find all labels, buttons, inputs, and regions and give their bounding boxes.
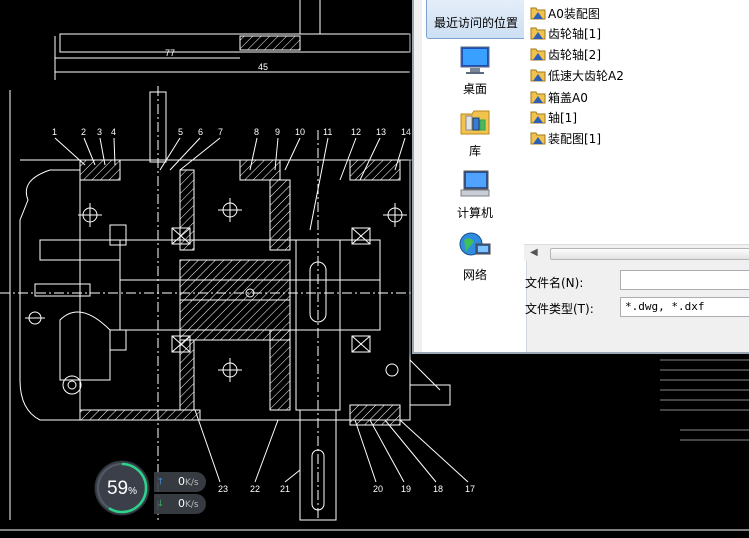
part-number-4: 4 — [111, 127, 116, 137]
file-name: 低速大齿轮A2 — [548, 69, 624, 83]
dwg-file-icon — [530, 48, 546, 61]
scrollbar-thumb[interactable] — [550, 248, 749, 260]
dwg-file-icon — [530, 132, 546, 145]
part-number-11: 11 — [323, 127, 332, 137]
file-item[interactable]: 齿轮轴[1] — [530, 24, 601, 44]
upload-speed-value: 0 — [178, 475, 185, 488]
usage-percent-value: 59 — [106, 478, 129, 499]
part-number-17: 17 — [465, 484, 475, 494]
file-item[interactable]: 装配图[1] — [530, 129, 601, 149]
part-number-6: 6 — [198, 127, 203, 137]
usage-ring-arc — [96, 462, 148, 514]
upload-speed-unit: K/s — [185, 478, 199, 488]
filetype-label: 文件类型(T): — [525, 302, 594, 316]
file-name: 齿轮轴[2] — [548, 48, 601, 62]
dwg-file-icon — [530, 27, 546, 40]
file-name: A0装配图 — [548, 7, 600, 21]
file-name: 箱盖A0 — [548, 91, 588, 105]
file-name: 装配图[1] — [548, 132, 601, 146]
file-list[interactable]: A0装配图 齿轮轴[1] 齿轮轴[2] 低速大齿轮A2 箱盖A0 轴[1] 装配… — [524, 0, 749, 244]
part-number-22: 22 — [250, 484, 260, 494]
part-number-10: 10 — [295, 127, 305, 137]
usage-ring — [94, 460, 150, 516]
dwg-file-icon — [530, 69, 546, 82]
place-computer[interactable]: 计算机 — [426, 168, 524, 221]
file-item[interactable]: 轴[1] — [530, 108, 577, 128]
part-number-12: 12 — [351, 127, 361, 137]
dim-upper: 77 — [165, 48, 175, 58]
computer-icon — [460, 170, 490, 197]
part-number-7: 7 — [218, 127, 223, 137]
part-number-14: 14 — [401, 127, 411, 137]
upload-arrow-icon: 🡑 — [158, 477, 163, 487]
open-file-dialog: 最近访问的位置 桌面 库 — [412, 0, 749, 354]
file-item[interactable]: 齿轮轴[2] — [530, 45, 601, 65]
network-speed-widget[interactable]: 59% 🡑 0K/s 🡓 0K/s — [94, 460, 206, 522]
part-number-3: 3 — [97, 127, 102, 137]
download-speed: 🡓 0K/s — [154, 494, 206, 514]
part-number-23: 23 — [218, 484, 228, 494]
upload-speed: 🡑 0K/s — [154, 472, 206, 492]
place-libraries[interactable]: 库 — [426, 106, 524, 159]
part-number-2: 2 — [81, 127, 86, 137]
usage-percent: 59% — [102, 478, 142, 500]
place-recent-label: 最近访问的位置 — [433, 16, 518, 30]
part-number-18: 18 — [433, 484, 443, 494]
place-recent[interactable]: 最近访问的位置 — [426, 0, 526, 39]
places-bar: 最近访问的位置 桌面 库 — [422, 0, 527, 352]
file-item[interactable]: 箱盖A0 — [530, 88, 588, 108]
file-name: 轴[1] — [548, 111, 577, 125]
filetype-select[interactable]: *.dwg, *.dxf — [620, 297, 749, 317]
place-network[interactable]: 网络 — [426, 230, 524, 283]
part-number-1: 1 — [52, 127, 57, 137]
part-number-21: 21 — [280, 484, 290, 494]
place-computer-label: 计算机 — [456, 206, 493, 220]
file-name: 齿轮轴[1] — [548, 27, 601, 41]
place-desktop[interactable]: 桌面 — [426, 44, 524, 97]
filename-label: 文件名(N): — [525, 276, 584, 290]
dim-lower: 45 — [258, 62, 268, 72]
part-number-8: 8 — [254, 127, 259, 137]
scroll-left-icon[interactable]: ◀ — [530, 247, 538, 258]
place-libraries-label: 库 — [468, 144, 481, 158]
part-number-20: 20 — [373, 484, 383, 494]
part-number-9: 9 — [275, 127, 280, 137]
dwg-file-icon — [530, 111, 546, 124]
place-network-label: 网络 — [462, 268, 487, 282]
libraries-icon — [460, 110, 490, 135]
dwg-file-icon — [530, 91, 546, 104]
usage-percent-sign: % — [128, 486, 138, 497]
download-speed-value: 0 — [178, 497, 185, 510]
dwg-file-icon — [530, 7, 546, 20]
place-desktop-label: 桌面 — [462, 82, 487, 96]
file-item[interactable]: A0装配图 — [530, 4, 600, 24]
horizontal-scrollbar[interactable]: ◀ — [524, 244, 749, 261]
filename-input[interactable] — [620, 270, 749, 290]
network-icon — [459, 232, 491, 256]
part-number-5: 5 — [178, 127, 183, 137]
download-arrow-icon: 🡓 — [158, 499, 163, 509]
desktop-icon — [460, 46, 490, 74]
part-number-13: 13 — [376, 127, 386, 137]
part-number-19: 19 — [401, 484, 411, 494]
file-item[interactable]: 低速大齿轮A2 — [530, 66, 624, 86]
download-speed-unit: K/s — [185, 500, 199, 510]
